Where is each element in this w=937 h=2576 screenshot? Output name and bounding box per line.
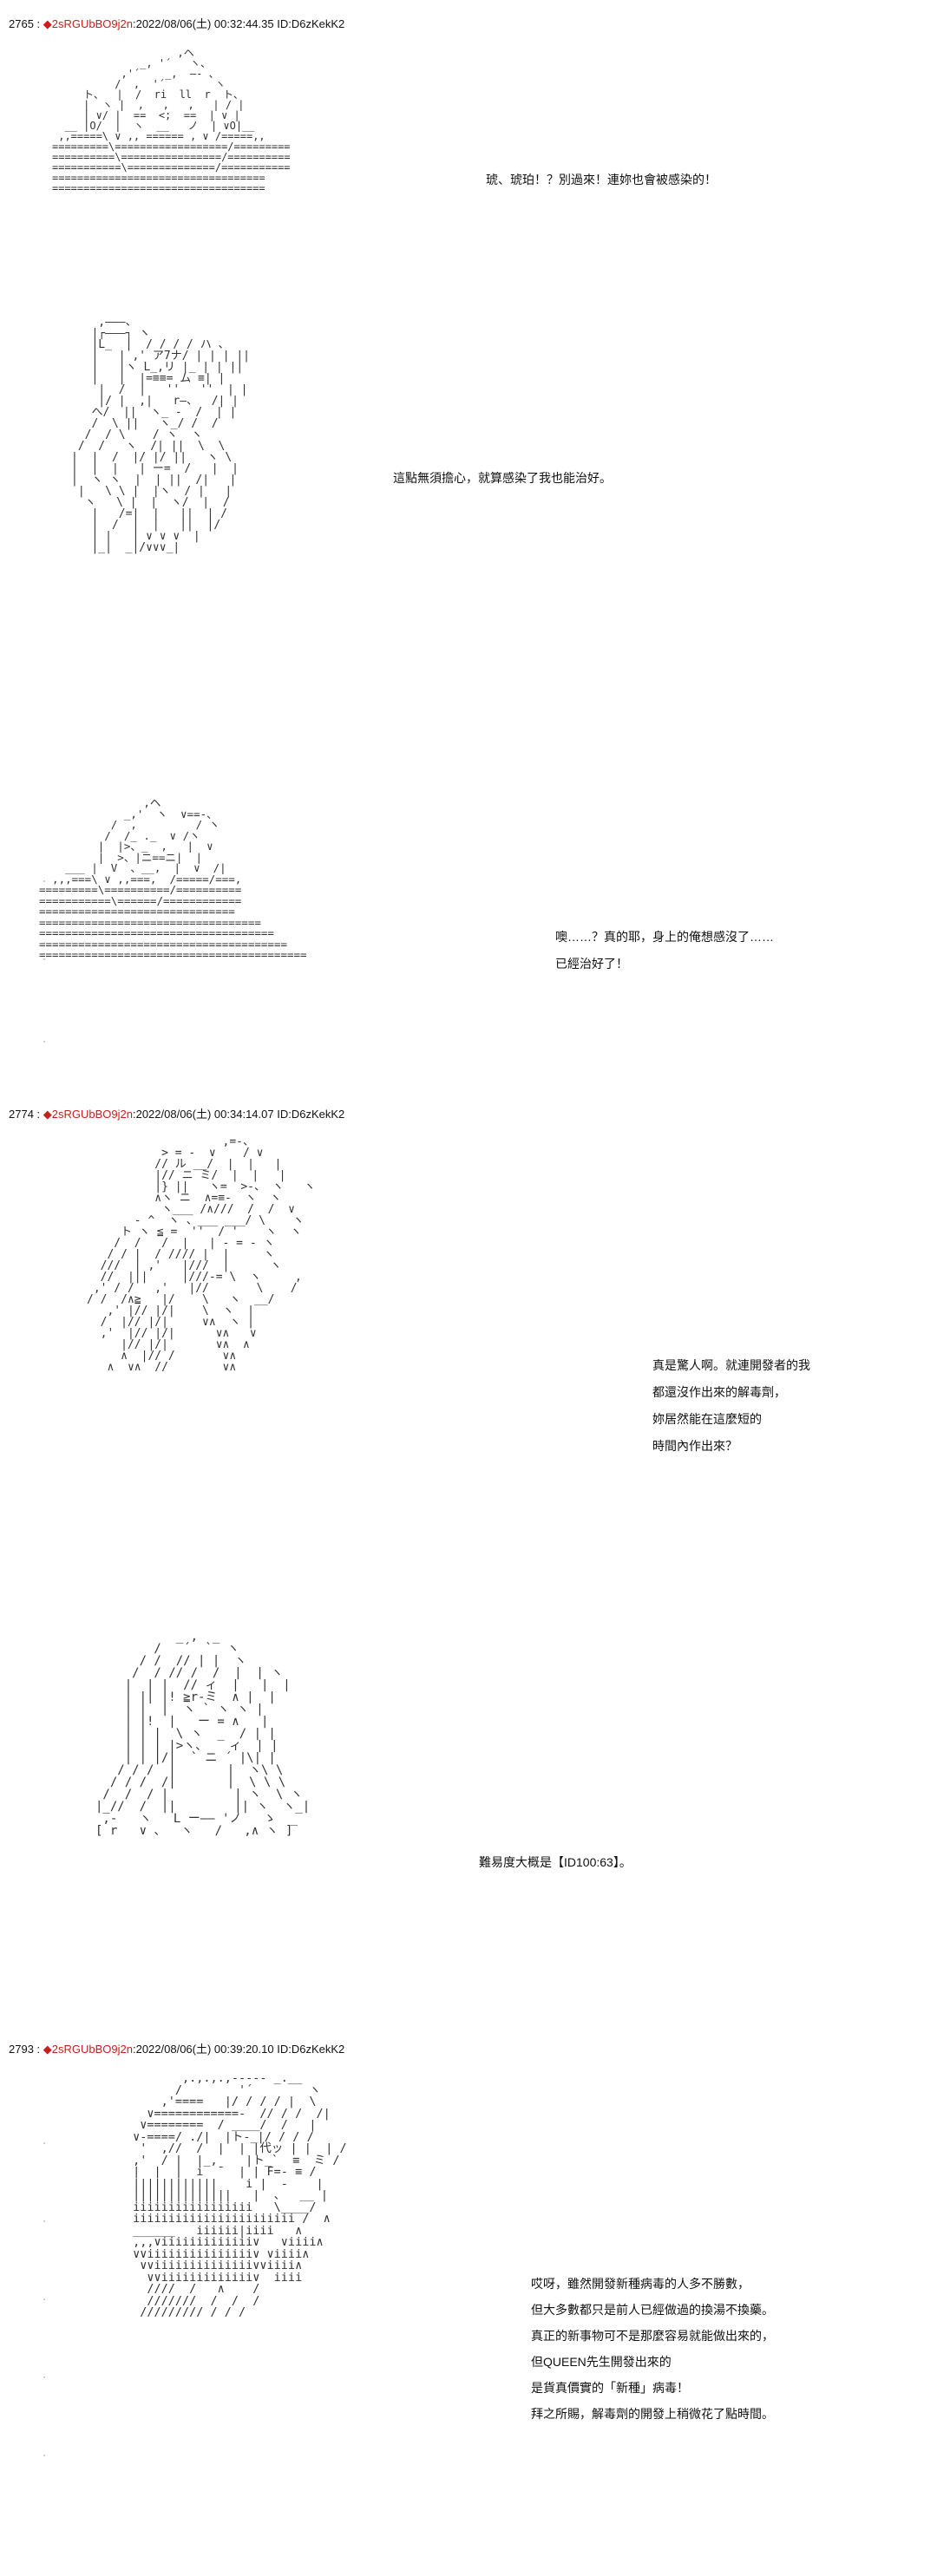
post-number: 2765 (9, 17, 34, 30)
ascii-art-kohaku: ,―――、 |┌―――┐ ヽ |L_ | / / / / ハ 、 | | ,' … (71, 316, 251, 554)
dialogue-block: 琥、琥珀！？別過來！連妳也會被感染的！ (486, 167, 717, 193)
dialogue-block: 哎呀，雖然開發新種病毒的人多不勝數， 但大多數都只是前人已經做過的換湯不換藥。 … (531, 2271, 774, 2427)
poster-trip[interactable]: ◆2sRGUbBO9j2n (43, 2043, 133, 2056)
dialogue-line: 拜之所賜，解毒劑的開發上稍微花了點時間。 (531, 2407, 774, 2421)
dialogue-line: 都還沒作出來的解毒劑， (652, 1385, 786, 1399)
dialogue-line: 難易度大概是【ID100:63】。 (479, 1855, 632, 1869)
post-number: 2774 (9, 1108, 34, 1121)
post-number: 2793 (9, 2043, 34, 2056)
dialogue-line: 哎呀，雖然開發新種病毒的人多不勝數， (531, 2277, 750, 2291)
dialogue-line: 妳居然能在這麼短的 (652, 1412, 762, 1426)
dialogue-line: 但大多數都只是前人已經做過的換湯不換藥。 (531, 2303, 774, 2317)
dialogue-block: 難易度大概是【ID100:63】。 (479, 1849, 632, 1876)
ascii-art-glasses-man: ,.,.,.,----- _.__ / '´ ヽ ,'==== |/ / / /… (133, 2071, 347, 2319)
dialogue-line: 真正的新事物可不是那麼容易就能做出來的， (531, 2329, 774, 2343)
post-datetime: :2022/08/06(土) 00:34:14.07 (132, 1108, 274, 1121)
margin-dot (43, 1041, 45, 1043)
post-datetime: :2022/08/06(土) 00:39:20.10 (132, 2043, 274, 2056)
poster-trip[interactable]: ◆2sRGUbBO9j2n (43, 1108, 133, 1121)
margin-dot (43, 2142, 45, 2144)
margin-dot (43, 2377, 45, 2378)
dialogue-line: 這點無須擔心，就算感染了我也能治好。 (393, 471, 612, 485)
post-header: 2774 : ◆2sRGUbBO9j2n:2022/08/06(土) 00:34… (9, 1108, 345, 1121)
post-id[interactable]: ID:D6zKekK2 (277, 1108, 345, 1121)
dialogue-line: 是貨真價實的「新種」病毒！ (531, 2381, 689, 2395)
ascii-art-shocked-man: ,=-、 > = - ∨ / ∨ // ル __/ | | | |// ニ ミ/… (87, 1135, 316, 1374)
dialogue-block: 真是驚人啊。就連開發者的我 都還沒作出來的解毒劑， 妳居然能在這麼短的 時間內作… (652, 1352, 810, 1460)
dialogue-block: 噢……？真的耶，身上的俺想感沒了…… 已經治好了！ (555, 924, 774, 977)
post-id[interactable]: ID:D6zKekK2 (277, 17, 345, 30)
dialogue-line: 但QUEEN先生開發出來的 (531, 2355, 672, 2369)
dialogue-line: 琥、琥珀！？別過來！連妳也會被感染的！ (486, 173, 717, 186)
ascii-art-cap-man: ,ヘ _, '´ ヽ、 ,'´ _, ―- 、 / , '´ ヽ ト、 | / … (52, 47, 291, 194)
margin-dot (43, 958, 45, 960)
margin-dot (43, 880, 45, 882)
dialogue-line: 時間內作出來？ (652, 1439, 737, 1453)
margin-dot (43, 2298, 45, 2300)
dialogue-line: 噢……？真的耶，身上的俺想感沒了…… (555, 930, 774, 944)
dialogue-line: 真是驚人啊。就連開發者的我 (652, 1358, 810, 1372)
dialogue-block: 這點無須擔心，就算感染了我也能治好。 (393, 465, 612, 492)
poster-trip[interactable]: ◆2sRGUbBO9j2n (43, 17, 133, 30)
margin-dot (43, 2220, 45, 2222)
ascii-art-heroine: _ , _ / ´ ` ヽ / / // | | ヽ / / // / / | … (95, 1630, 311, 1838)
dialogue-line: 已經治好了！ (555, 957, 628, 971)
post-id[interactable]: ID:D6zKekK2 (277, 2043, 345, 2056)
margin-dot (43, 2455, 45, 2456)
post-header: 2793 : ◆2sRGUbBO9j2n:2022/08/06(土) 00:39… (9, 2043, 345, 2056)
ascii-art-cap-man-2: ,ヘ _,' ヽ ∨==-、 / , / ヽ / /_ ._ ∨ /ヽ | |>… (39, 796, 307, 961)
post-header: 2765 : ◆2sRGUbBO9j2n:2022/08/06(土) 00:32… (9, 17, 345, 30)
post-datetime: :2022/08/06(土) 00:32:44.35 (132, 17, 274, 30)
